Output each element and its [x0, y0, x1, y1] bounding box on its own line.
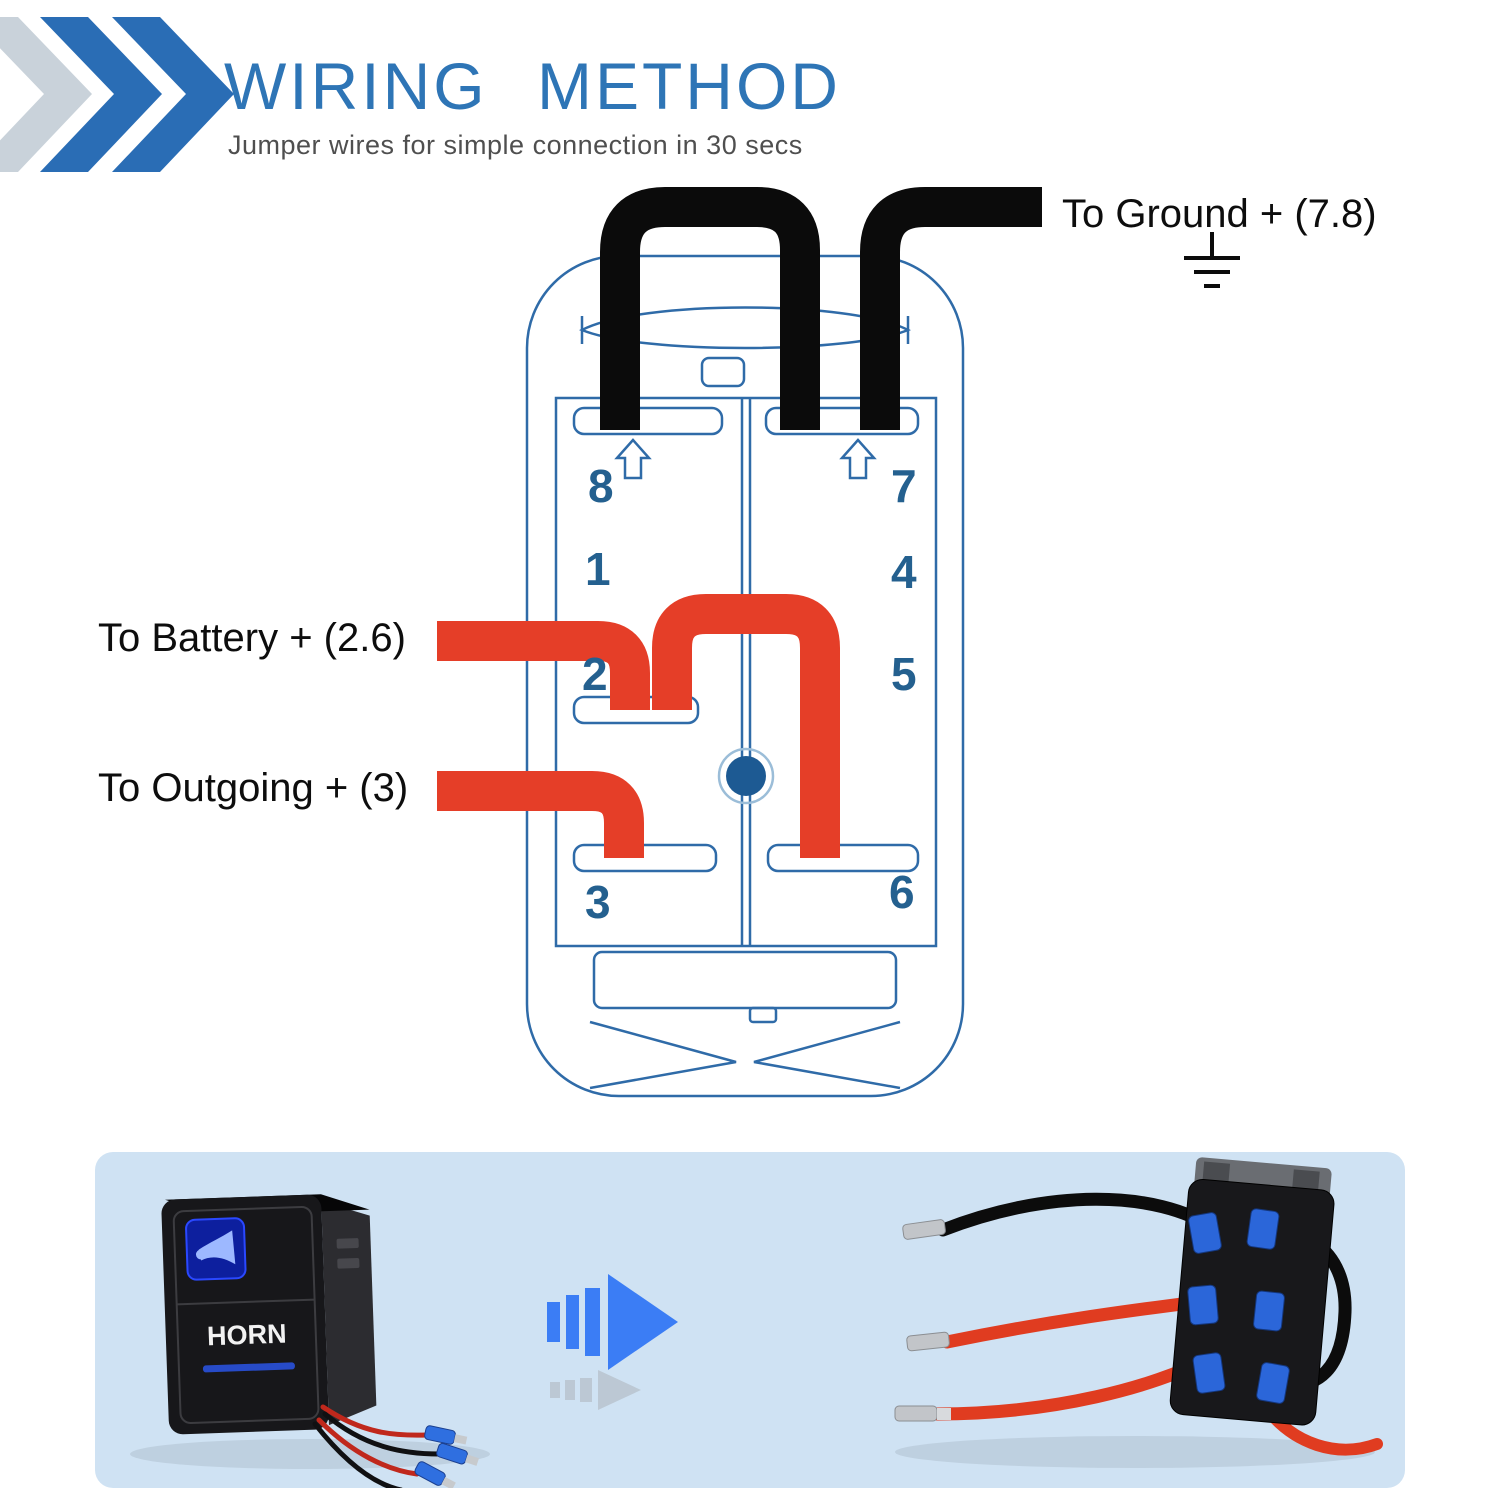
terminal-connectors: [1187, 1208, 1290, 1404]
outgoing-wire-label: To Outgoing + (3): [98, 766, 409, 810]
switch-front-label: HORN: [207, 1319, 287, 1352]
terminal-label-8: 8: [588, 460, 614, 512]
pivot-ring: [717, 747, 775, 805]
product-photo-switch-back-wired: [894, 1157, 1383, 1456]
pivot-dot: [726, 756, 766, 796]
red-wire: [930, 1353, 1212, 1421]
spade-terminals: [894, 1219, 951, 1422]
terminal-label-3: 3: [585, 876, 611, 928]
terminal-slot: [572, 843, 718, 873]
arrow-right-icon: [547, 1274, 678, 1370]
black-ground-wire: [860, 187, 1042, 430]
product-photo-switch-front: HORN: [161, 1194, 377, 1435]
terminal-label-7: 7: [891, 460, 917, 512]
side-certification-mark: [337, 1258, 360, 1269]
crimp-connectors: [414, 1425, 479, 1488]
brand-mark: [202, 1362, 295, 1373]
product-photo-band: HORN: [95, 1152, 1405, 1488]
page-title: WIRING METHOD: [224, 49, 841, 123]
terminal-label-4: 4: [891, 546, 917, 598]
side-certification-mark: [336, 1238, 359, 1249]
terminal-label-6: 6: [889, 866, 915, 918]
loose-jumper-wires: [312, 1404, 442, 1488]
terminal-label-2: 2: [582, 648, 608, 700]
terminal-label-5: 5: [891, 648, 917, 700]
product-photos: HORN: [130, 1157, 1383, 1488]
red-jumper-wire-2-6: [652, 594, 840, 858]
terminal-slot: [572, 406, 724, 436]
red-battery-wire: [437, 621, 650, 710]
faded-arrow-icon: [550, 1370, 641, 1410]
page-subtitle: Jumper wires for simple connection in 30…: [228, 130, 803, 160]
terminal-label-1: 1: [585, 543, 611, 595]
horn-icon: [185, 1217, 247, 1281]
arrow-up-icon: [839, 438, 877, 480]
earth-ground-icon: [1184, 232, 1240, 288]
black-jumper-wire-8-7: [600, 187, 820, 430]
arrow-up-icon: [614, 438, 652, 480]
red-outgoing-wire: [437, 771, 644, 858]
battery-wire-label: To Battery + (2.6): [98, 616, 406, 660]
chevron-right-icon: [0, 17, 234, 172]
red-wire: [940, 1295, 1204, 1349]
ground-wire-label: To Ground + (7.8): [1062, 192, 1377, 236]
